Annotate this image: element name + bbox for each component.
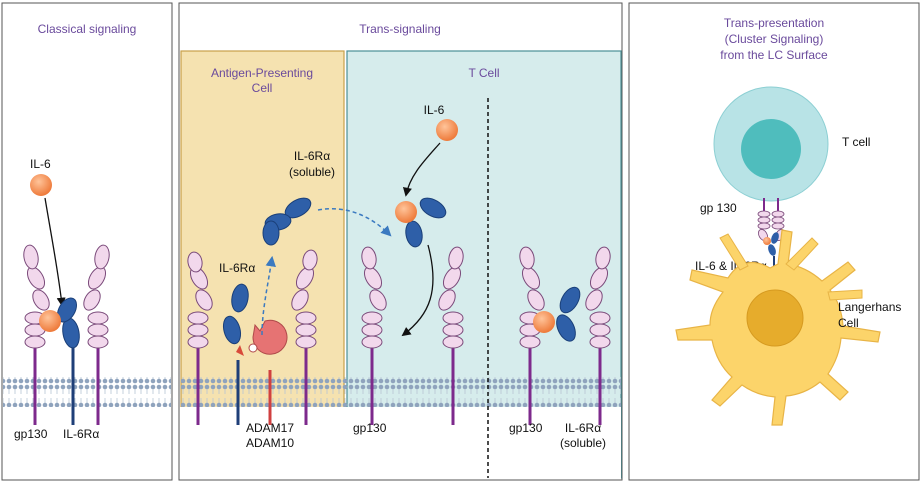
soluble-il6ra-label-1: IL-6Rα bbox=[294, 149, 330, 163]
cluster-gp130-label: gp 130 bbox=[700, 201, 737, 215]
classical-il6ra bbox=[57, 297, 80, 425]
apc-title-line1: Antigen-Presenting bbox=[211, 66, 313, 80]
tcell-nucleus bbox=[741, 119, 801, 179]
soluble-il6ra-floating bbox=[262, 197, 312, 246]
soluble-il6ra-label-2: (soluble) bbox=[289, 165, 335, 179]
trans-gp130-right-a bbox=[519, 246, 545, 425]
classical-title: Classical signaling bbox=[38, 22, 137, 36]
trans-title: Trans-signaling bbox=[359, 22, 441, 36]
apc-gp130 bbox=[187, 251, 213, 425]
trans-bound-il6 bbox=[533, 311, 555, 333]
complex-to-gp130-arrow bbox=[401, 244, 434, 337]
cluster-il6-complex bbox=[763, 232, 779, 268]
trans-gp130-mid bbox=[438, 246, 464, 425]
extracellular-lower bbox=[180, 407, 621, 479]
cluster-title-line2: (Cluster Signaling) bbox=[725, 32, 824, 46]
cluster-title-line1: Trans-presentation bbox=[724, 16, 824, 30]
cluster-title-line3: from the LC Surface bbox=[720, 48, 828, 62]
classical-il6ra-label: IL-6Rα bbox=[63, 427, 99, 441]
trans-il6ra-label-2: (soluble) bbox=[560, 436, 606, 450]
apc-title-line2: Cell bbox=[252, 81, 273, 95]
classical-gp130-right bbox=[83, 244, 110, 425]
classical-il6-label: IL-6 bbox=[30, 157, 51, 171]
trans-bound-sil6ra bbox=[556, 286, 581, 342]
langerhans-cell bbox=[675, 229, 881, 426]
apc-il6ra-label: IL-6Rα bbox=[219, 261, 255, 275]
classical-membrane bbox=[3, 377, 171, 407]
classical-gp130-label: gp130 bbox=[14, 427, 48, 441]
shedding-to-tcell-arrow bbox=[317, 208, 392, 237]
cluster-lc-label-1: Langerhans bbox=[838, 300, 901, 314]
cleavage-mark bbox=[236, 345, 244, 356]
classical-bound-il6 bbox=[39, 310, 61, 332]
trans-gp130-right-label: gp130 bbox=[509, 421, 543, 435]
tcell-il6-label: IL-6 bbox=[424, 103, 445, 117]
cluster-lc-label-2: Cell bbox=[838, 316, 859, 330]
adam-protease bbox=[248, 319, 288, 425]
classical-il6-ligand bbox=[30, 174, 52, 196]
adam10-label: ADAM10 bbox=[246, 436, 294, 450]
apc-gp130-right bbox=[291, 249, 318, 425]
classical-il6-arrow bbox=[44, 197, 66, 307]
tcell-il6-ligand bbox=[436, 119, 458, 141]
trans-gp130-right-b bbox=[585, 246, 611, 425]
trans-membrane bbox=[181, 377, 621, 407]
trans-gp130-left bbox=[361, 246, 387, 425]
adam17-label: ADAM17 bbox=[246, 421, 294, 435]
tcell-title: T Cell bbox=[468, 66, 499, 80]
il6-binding-arrow bbox=[402, 142, 441, 197]
classical-panel bbox=[1, 2, 173, 481]
trans-gp130-left-label: gp130 bbox=[353, 421, 387, 435]
trans-il6ra-label-1: IL-6Rα bbox=[565, 421, 601, 435]
classical-gp130-left bbox=[23, 244, 50, 425]
cluster-tcell-label: T cell bbox=[842, 135, 870, 149]
apc-il6ra-membrane bbox=[222, 283, 249, 425]
il6-sil6ra-complex bbox=[395, 197, 447, 248]
shedding-arrow bbox=[261, 255, 276, 336]
